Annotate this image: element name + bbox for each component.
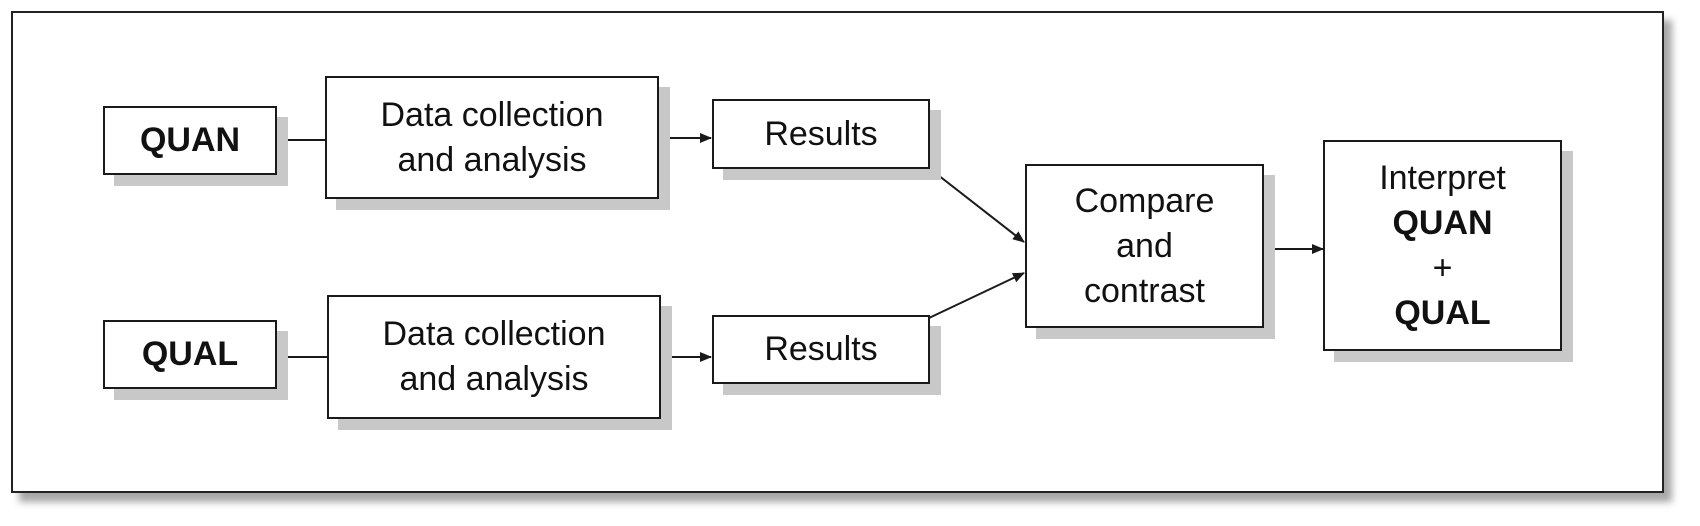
arrow-qual-results-to-compare: [928, 272, 1025, 319]
arrow-quan-results-to-compare: [928, 167, 1025, 243]
interpret-line1: Interpret: [1379, 158, 1506, 197]
quan-process-line1: Data collection: [380, 95, 604, 134]
compare-contrast-box: Compare and contrast: [1025, 164, 1264, 328]
compare-line2: and: [1116, 226, 1173, 265]
quan-label: QUAN: [139, 121, 241, 159]
qual-process-line1: Data collection: [382, 315, 606, 353]
qual-results-label: Results: [764, 330, 878, 368]
qual-process-line2: and analysis: [399, 360, 589, 398]
quan-results-label: Results: [764, 114, 878, 153]
interpret-box: Interpret QUAN + QUAL: [1323, 140, 1562, 351]
quan-process-line2: and analysis: [397, 140, 587, 179]
quan-data-collection-box: Data collection and analysis: [325, 76, 659, 199]
interpret-plus: +: [1432, 248, 1453, 287]
quan-results-box: Results: [712, 99, 930, 169]
compare-line1: Compare: [1074, 181, 1215, 220]
qual-data-collection-box: Data collection and analysis: [327, 295, 661, 419]
qual-label: QUAL: [141, 335, 239, 373]
qual-box: QUAL: [103, 320, 277, 389]
compare-line3: contrast: [1084, 271, 1205, 310]
quan-box: QUAN: [103, 106, 277, 175]
interpret-qual: QUAL: [1394, 293, 1491, 332]
interpret-quan: QUAN: [1392, 203, 1493, 242]
qual-results-box: Results: [712, 315, 930, 384]
